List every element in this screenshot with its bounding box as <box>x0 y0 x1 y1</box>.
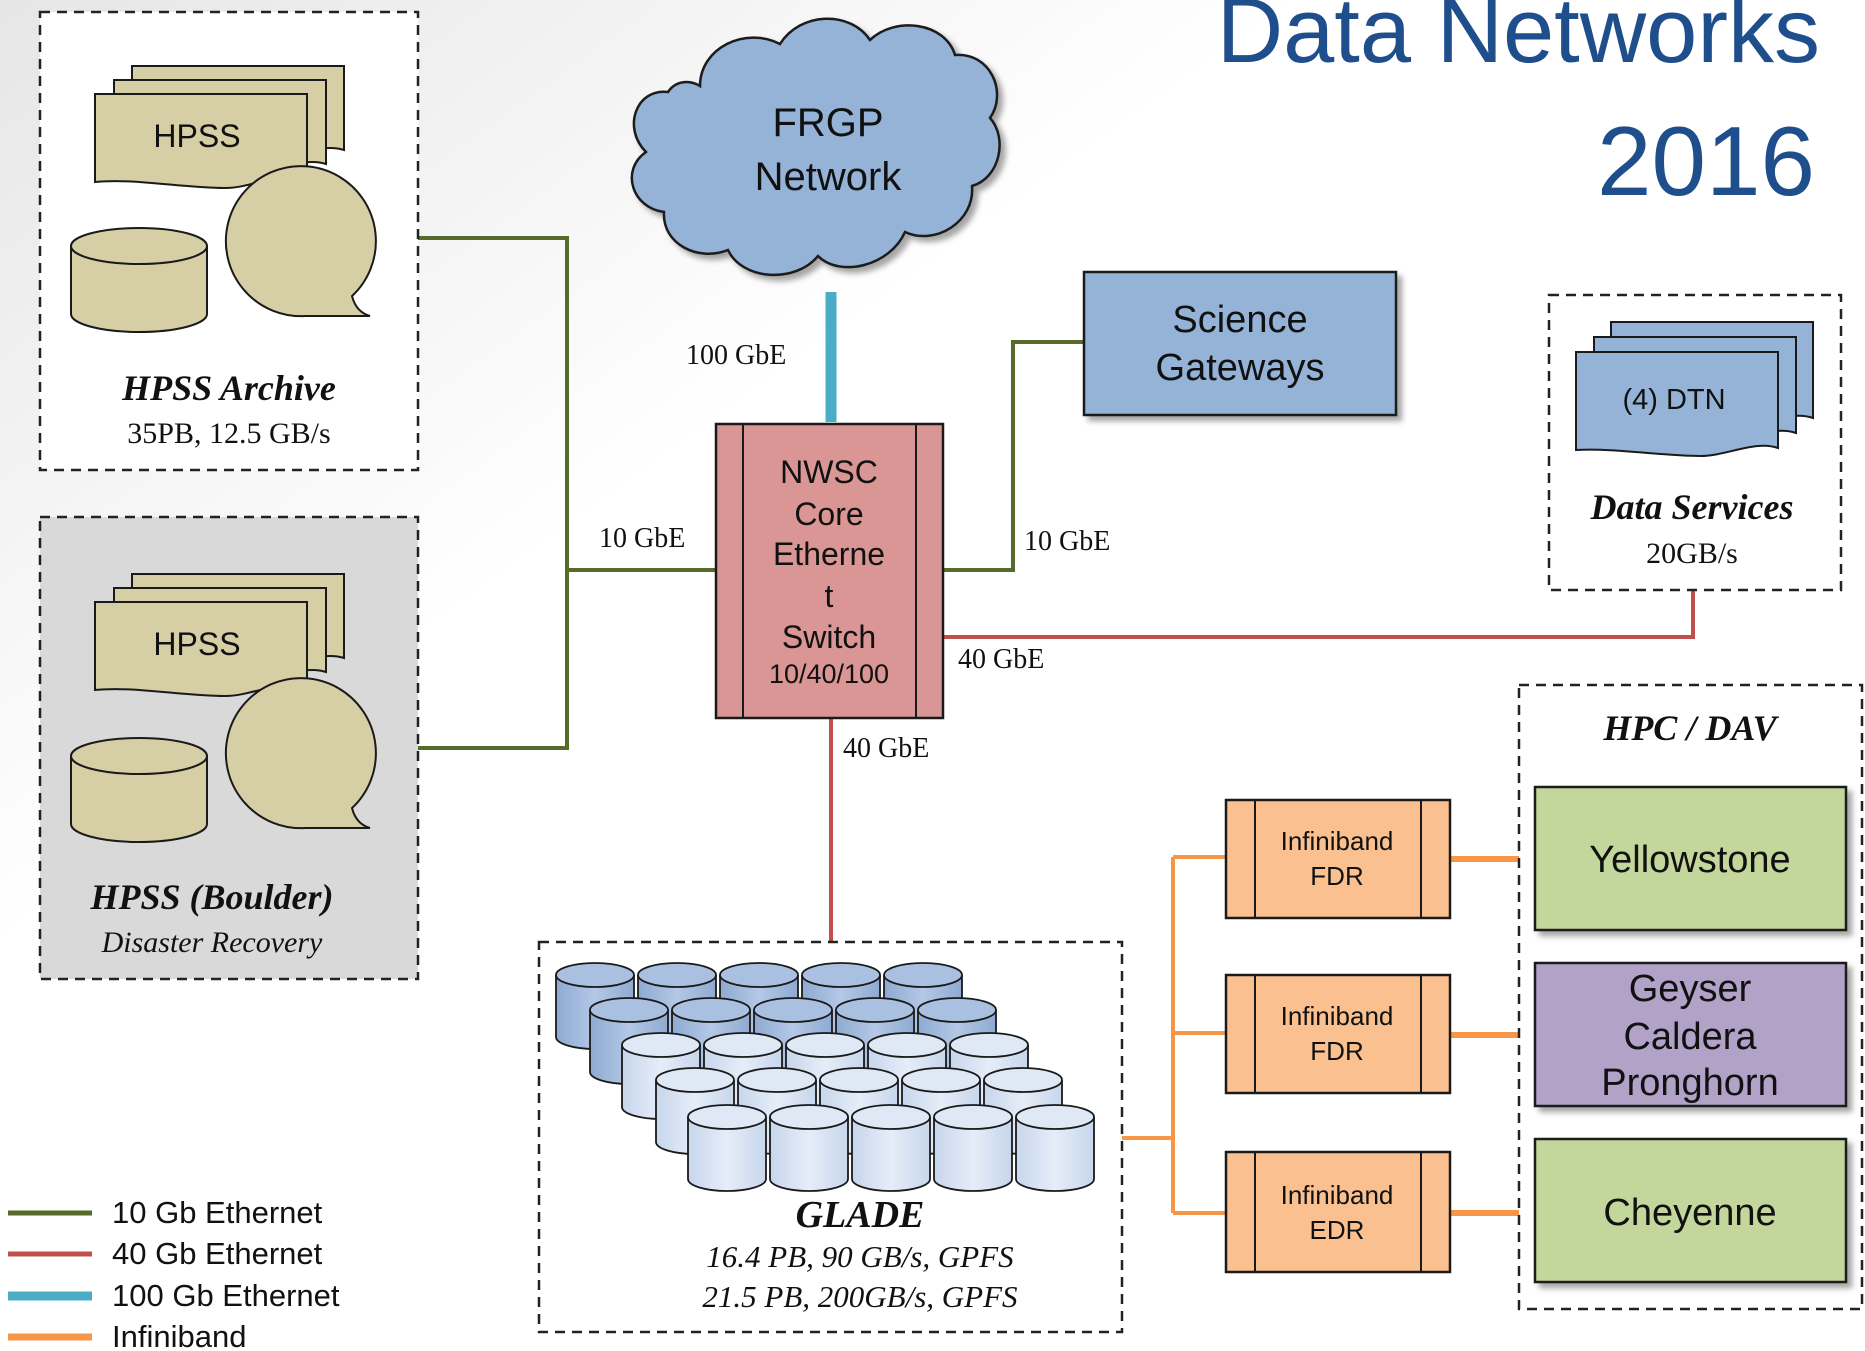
glade-title: GLADE <box>796 1194 925 1236</box>
geyser-line-3: Pronghorn <box>1601 1062 1778 1104</box>
ib2-line-2: FDR <box>1310 1036 1363 1066</box>
label-10gbe-hpss: 10 GbE <box>599 523 685 554</box>
glade-panel: GLADE 16.4 PB, 90 GB/s, GPFS 21.5 PB, 20… <box>537 940 1124 1334</box>
disk-cylinder-icon <box>70 227 208 333</box>
disk-cylinder-icon <box>851 1104 931 1192</box>
hpss-archive-title: HPSS Archive <box>121 368 336 408</box>
yellowstone-label: Yellowstone <box>1589 839 1790 881</box>
hpc-dav-panel: HPC / DAV Yellowstone Geyser Caldera Pro… <box>1517 683 1864 1311</box>
cheyenne-label: Cheyenne <box>1603 1192 1776 1234</box>
ib1-line-1: Infiniband <box>1281 826 1394 856</box>
ib3-line-2: EDR <box>1310 1215 1365 1245</box>
link-data-services <box>943 590 1695 639</box>
geyser-line-1: Geyser <box>1629 968 1752 1010</box>
yellowstone-box <box>1533 785 1848 932</box>
hpss-doc-stack-icon <box>94 65 345 190</box>
geyser-line-2: Caldera <box>1623 1016 1757 1058</box>
glade-line-2: 21.5 PB, 200GB/s, GPFS <box>702 1279 1017 1314</box>
legend-label-infiniband: Infiniband <box>112 1319 246 1351</box>
switch-line-4: t <box>825 578 834 614</box>
frgp-line-2: Network <box>755 155 903 199</box>
link-labels: 100 GbE 10 GbE 10 GbE 40 GbE 40 GbE <box>599 340 1110 764</box>
switch-line-3: Etherne <box>773 536 885 572</box>
title-line-2: 2016 <box>1597 106 1815 216</box>
legend-label-100gbe: 100 Gb Ethernet <box>112 1278 340 1313</box>
gateways-line-2: Gateways <box>1156 347 1325 389</box>
hpss-doc-stack-icon <box>94 573 345 698</box>
gateways-line-1: Science <box>1172 299 1307 341</box>
hpc-dav-title: HPC / DAV <box>1602 708 1779 748</box>
link-gateways <box>943 340 1084 572</box>
disk-cylinder-icon <box>687 1104 767 1192</box>
title: Data Networks 2016 <box>1217 0 1820 216</box>
science-gateways: Science Gateways <box>1082 270 1398 417</box>
gateways-box <box>1082 270 1398 417</box>
infiniband-switch-fdr-2: Infiniband FDR <box>1224 973 1452 1095</box>
disk-cylinder-icon <box>933 1104 1013 1192</box>
cheyenne-box <box>1533 1137 1848 1284</box>
switch-body <box>714 422 945 720</box>
geyser-box <box>1533 961 1848 1108</box>
hpss-archive-icon-label: HPSS <box>153 118 240 154</box>
infiniband-switch-edr: Infiniband EDR <box>1224 1150 1452 1274</box>
disk-cylinder-icon <box>1015 1104 1095 1192</box>
dtn-icon-label: (4) DTN <box>1622 384 1725 416</box>
ib1-line-2: FDR <box>1310 861 1363 891</box>
frgp-cloud: FRGP Network <box>630 17 1001 277</box>
hpss-boulder-icon-label: HPSS <box>153 626 240 662</box>
label-40gbe-glade: 40 GbE <box>843 733 929 764</box>
glade-disk-array-icon <box>555 962 1095 1192</box>
label-40gbe-dtn: 40 GbE <box>958 644 1044 675</box>
switch-line-2: Core <box>794 496 863 532</box>
disk-cylinder-icon <box>70 737 208 843</box>
title-line-1: Data Networks <box>1217 0 1820 82</box>
switch-line-1: NWSC <box>780 454 878 490</box>
core-switch: NWSC Core Etherne t Switch 10/40/100 <box>714 422 945 720</box>
data-services-subtitle: 20GB/s <box>1646 537 1738 570</box>
disk-cylinder-icon <box>769 1104 849 1192</box>
tape-reel-icon <box>224 677 377 830</box>
legend-label-10gbe: 10 Gb Ethernet <box>112 1195 323 1230</box>
cloud-icon <box>630 17 1001 277</box>
label-10gbe-gateways: 10 GbE <box>1024 526 1110 557</box>
legend: 10 Gb Ethernet 40 Gb Ethernet 100 Gb Eth… <box>8 1195 340 1351</box>
tape-reel-icon <box>224 165 377 318</box>
label-100gbe: 100 GbE <box>686 340 786 371</box>
hpss-boulder-panel: HPSS HPSS (Boulder) Disaster Recovery <box>38 515 420 981</box>
switch-line-5: Switch <box>782 619 876 655</box>
frgp-line-1: FRGP <box>772 101 883 145</box>
hpss-boulder-subtitle: Disaster Recovery <box>101 926 323 959</box>
hpss-archive-subtitle: 35PB, 12.5 GB/s <box>127 417 330 450</box>
glade-line-1: 16.4 PB, 90 GB/s, GPFS <box>706 1239 1013 1274</box>
link-infiniband-bus <box>1122 855 1226 1215</box>
switch-speeds: 10/40/100 <box>769 659 889 689</box>
ib3-line-1: Infiniband <box>1281 1180 1394 1210</box>
infiniband-switch-fdr-1: Infiniband FDR <box>1224 798 1452 920</box>
legend-label-40gbe: 40 Gb Ethernet <box>112 1236 323 1271</box>
hpss-boulder-title: HPSS (Boulder) <box>89 877 333 917</box>
hpss-archive-panel: HPSS HPSS Archive 35PB, 12.5 GB/s <box>38 10 420 472</box>
ib2-line-1: Infiniband <box>1281 1001 1394 1031</box>
data-services-panel: (4) DTN Data Services 20GB/s <box>1547 293 1843 592</box>
link-hpss-archive <box>418 236 569 750</box>
dtn-doc-stack-icon <box>1575 321 1814 458</box>
data-services-title: Data Services <box>1590 487 1794 527</box>
